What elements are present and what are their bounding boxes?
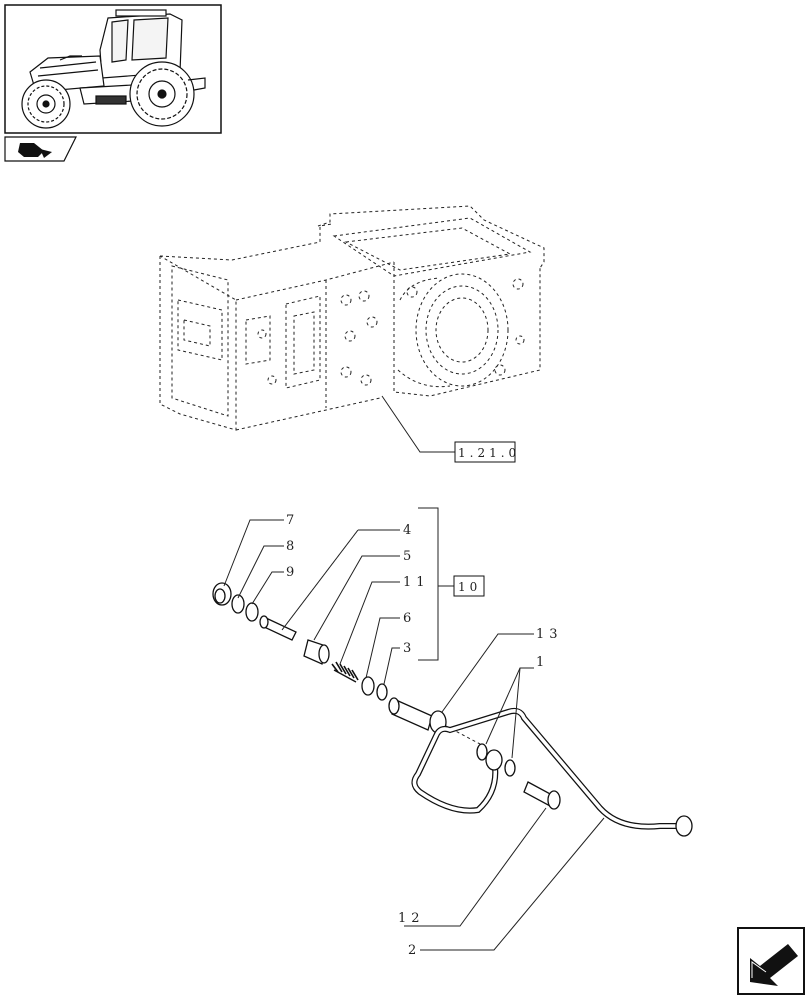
part-washer-1a xyxy=(476,743,488,761)
callout-2: 2 xyxy=(408,943,421,958)
callout-1: 1 xyxy=(536,655,549,670)
part-pin xyxy=(259,615,297,641)
section-tab[interactable] xyxy=(4,136,77,162)
part-ring-3 xyxy=(376,683,388,701)
callout-6: 6 xyxy=(403,611,416,626)
callout-13: 13 xyxy=(536,627,563,642)
reference-assembly-box[interactable]: 10 xyxy=(453,575,485,597)
previous-page-button[interactable] xyxy=(737,927,805,995)
callout-12: 12 xyxy=(398,911,425,926)
part-washer xyxy=(361,676,375,696)
reference-assembly-label: 10 xyxy=(458,580,481,594)
transmission-housing xyxy=(159,205,545,453)
part-bolt xyxy=(523,781,561,810)
callout-leaders xyxy=(223,519,605,951)
part-pipe xyxy=(411,707,693,837)
reference-housing-box[interactable]: 1.21.0 xyxy=(454,441,520,463)
part-washer-1b xyxy=(504,759,516,777)
callout-5: 5 xyxy=(403,549,416,564)
previous-page-arrow-icon xyxy=(750,944,798,986)
transmission-icon xyxy=(18,143,52,158)
part-ring-9 xyxy=(245,602,259,622)
part-ring-8 xyxy=(231,594,245,614)
part-spring xyxy=(331,661,359,683)
callout-9: 9 xyxy=(286,565,299,580)
callout-11: 11 xyxy=(403,575,430,590)
callout-4: 4 xyxy=(403,523,416,538)
part-fitting xyxy=(388,697,447,734)
part-cap xyxy=(212,582,232,606)
valve-parts xyxy=(212,582,693,837)
assembly-bracket xyxy=(418,507,454,661)
tractor-thumbnail xyxy=(4,4,222,134)
callout-7: 7 xyxy=(286,513,299,528)
reference-housing-label: 1.21.0 xyxy=(458,446,520,460)
tractor-icon xyxy=(21,9,206,129)
part-sleeve xyxy=(303,639,330,665)
callout-3: 3 xyxy=(403,641,416,656)
callout-8: 8 xyxy=(286,539,299,554)
